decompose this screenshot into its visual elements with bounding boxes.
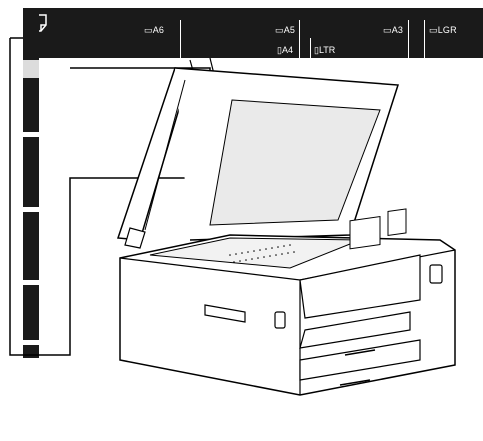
ruler-label-ltr: ▯LTR [314,45,336,55]
top-ruler: ▭A6 ▭A5 ▯A4 ▯LTR ▭A3 ▭LGR [23,8,483,58]
ruler-label-a4: ▯A4 [277,45,293,55]
left-ruler [23,8,39,358]
ruler-label-a6: ▭A6 [144,25,165,35]
ruler-label-lgr: ▭LGR [429,25,457,35]
ruler-label-a3: ▭A3 [383,25,404,35]
ruler-label-a5: ▭A5 [275,25,296,35]
